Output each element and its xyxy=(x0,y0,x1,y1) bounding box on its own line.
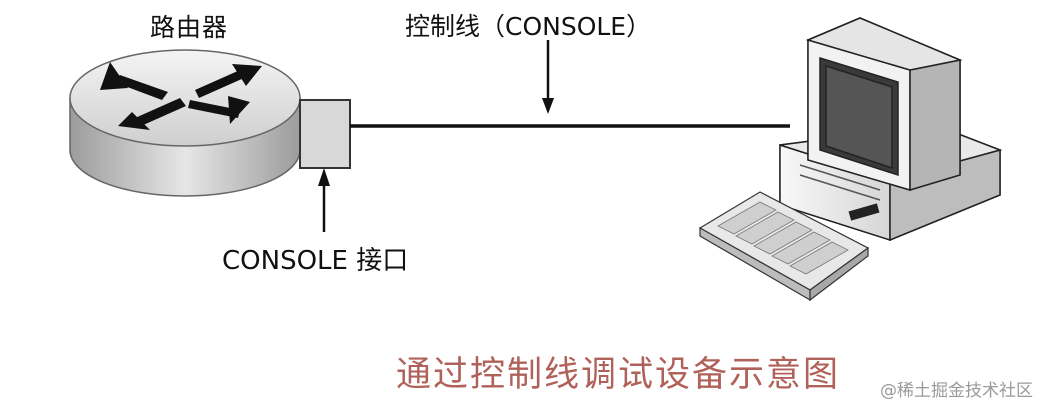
cable-label: 控制线（CONSOLE） xyxy=(405,12,652,41)
keyboard-icon xyxy=(698,191,870,302)
cable-pointer-arrow xyxy=(542,40,554,114)
console-port-label: CONSOLE 接口 xyxy=(222,246,409,276)
computer-icon xyxy=(779,17,1003,242)
watermark: @稀土掘金技术社区 xyxy=(880,381,1033,401)
router-label: 路由器 xyxy=(150,13,229,42)
console-port xyxy=(299,99,351,169)
diagram-caption: 通过控制线调试设备示意图 xyxy=(396,355,841,395)
port-pointer-arrow xyxy=(318,168,330,232)
router-icon xyxy=(69,49,301,197)
